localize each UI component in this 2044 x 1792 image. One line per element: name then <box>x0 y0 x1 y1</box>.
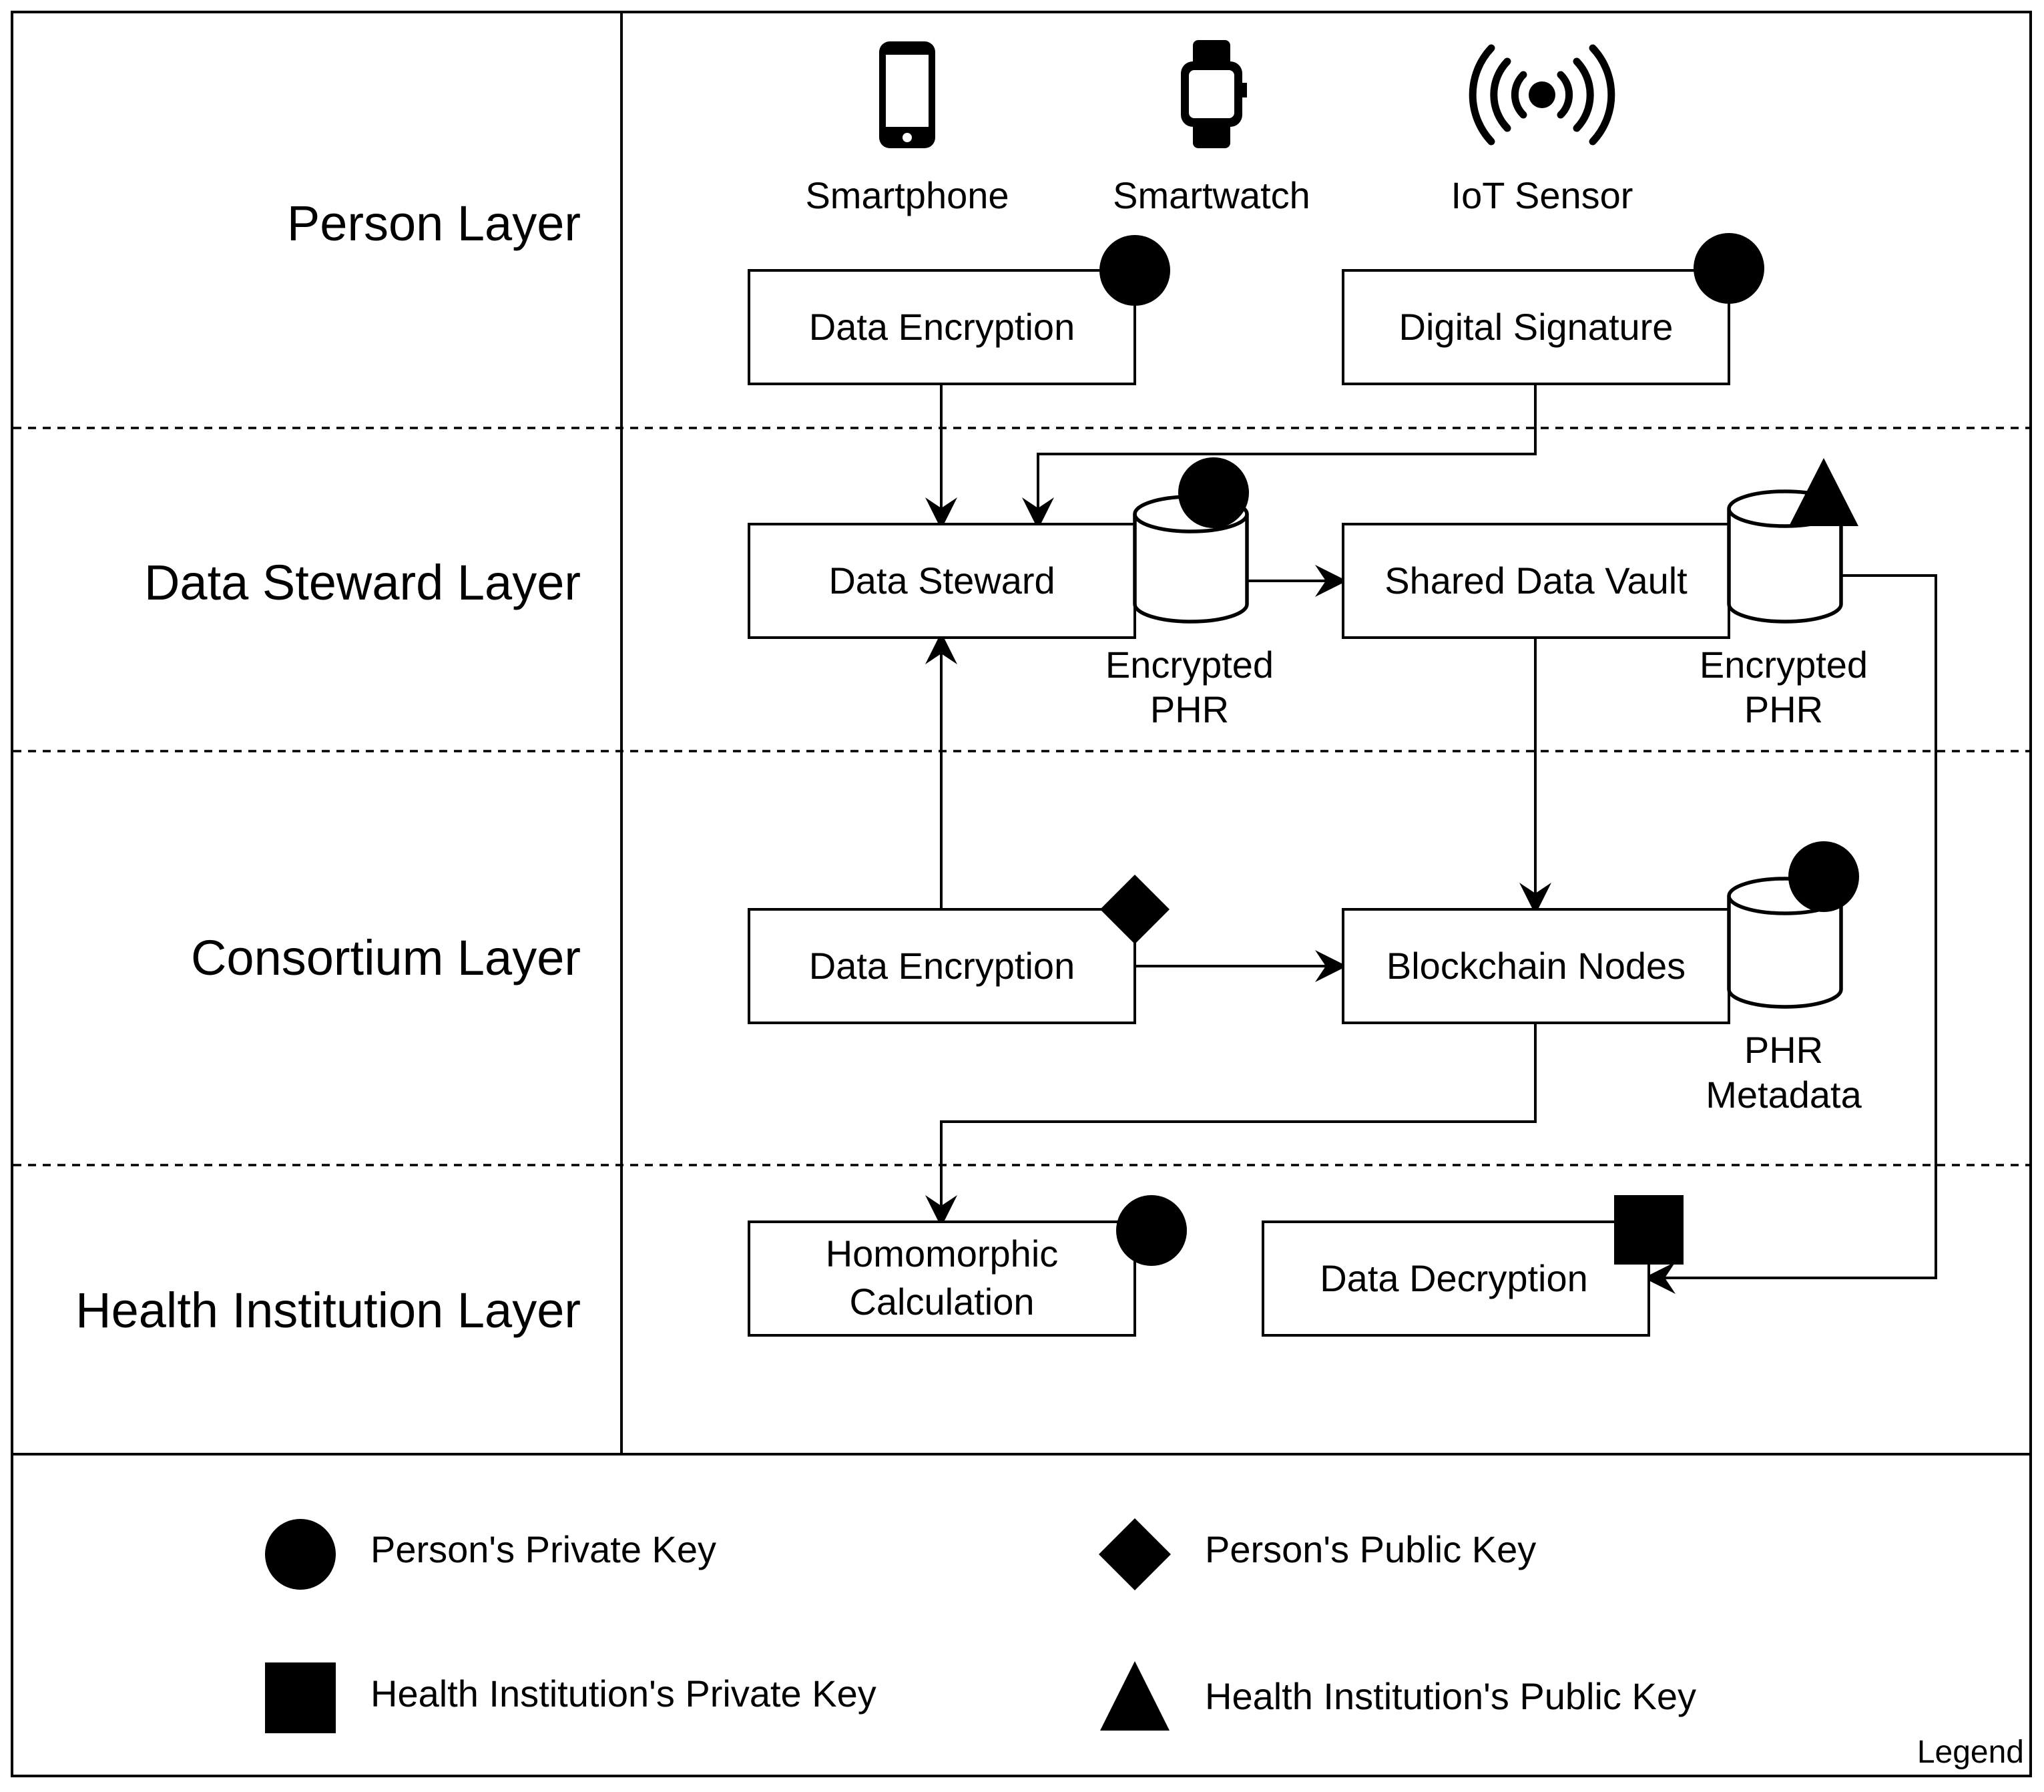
homomorphic-calculation-box <box>748 1220 1136 1337</box>
smartwatch-icon <box>1181 40 1247 148</box>
health-institution-public-key-icon <box>1789 458 1858 526</box>
health-institution-private-key-icon <box>1614 1195 1684 1265</box>
shared-data-vault-box <box>1342 523 1730 639</box>
person-private-key-icon <box>1116 1195 1187 1266</box>
data-steward-layer-title: Data Steward Layer <box>144 555 581 610</box>
person-private-key-icon <box>1788 841 1859 912</box>
homomorphic-label-line1: Homomorphic <box>826 1233 1059 1275</box>
edge-vault-db-to-decryption <box>1643 574 1937 1294</box>
data-steward-label: Data Steward <box>828 559 1055 602</box>
legend-institution-private-key-label: Health Institution's Private Key <box>370 1672 876 1715</box>
steward-db-label-line1: Encrypted <box>1105 644 1274 686</box>
person-private-key-icon <box>1178 457 1249 528</box>
steward-db-label-line2: PHR <box>1150 688 1229 730</box>
legend-institution-public-key-label: Health Institution's Public Key <box>1205 1675 1696 1717</box>
person-public-key-icon <box>1100 875 1170 944</box>
phr-metadata-database-icon <box>1727 877 1843 1009</box>
digital-signature-box <box>1342 269 1730 385</box>
data-steward-box <box>748 523 1136 639</box>
legend-person-private-key-icon <box>265 1519 336 1590</box>
data-decryption-label: Data Decryption <box>1320 1257 1588 1299</box>
vault-db-label-line1: Encrypted <box>1700 644 1868 686</box>
consortium-data-encryption-box <box>748 908 1136 1024</box>
health-institution-layer-title: Health Institution Layer <box>75 1283 581 1338</box>
chain-db-label-line1: PHR <box>1744 1029 1823 1071</box>
legend-institution-private-key-icon <box>265 1662 336 1733</box>
legend-caption: Legend <box>1917 1735 2024 1770</box>
person-layer-title: Person Layer <box>287 196 581 251</box>
smartphone-label: Smartphone <box>805 174 1009 216</box>
homomorphic-label-line2: Calculation <box>849 1281 1034 1323</box>
consortium-layer-title: Consortium Layer <box>191 930 581 985</box>
blockchain-nodes-label: Blockchain Nodes <box>1386 945 1686 987</box>
person-private-key-icon <box>1694 233 1764 304</box>
legend-frame <box>11 1453 2032 1777</box>
blockchain-nodes-box <box>1342 908 1730 1024</box>
edge-signature-to-steward <box>1022 384 1537 529</box>
person-data-encryption-box <box>748 269 1136 385</box>
shared-data-vault-label: Shared Data Vault <box>1384 559 1688 602</box>
data-decryption-box <box>1262 1220 1650 1337</box>
consortium-data-encryption-label: Data Encryption <box>809 945 1075 987</box>
iot-sensor-icon <box>1469 44 1615 146</box>
smartphone-icon <box>879 41 935 148</box>
edge-blockchain-to-homomorphic <box>925 1023 1537 1227</box>
legend-person-public-key-icon <box>1099 1518 1171 1590</box>
smartwatch-label: Smartwatch <box>1113 174 1310 216</box>
person-data-encryption-label: Data Encryption <box>809 306 1075 348</box>
legend-institution-public-key-icon <box>1100 1661 1170 1731</box>
legend-person-public-key-label: Person's Public Key <box>1205 1528 1536 1570</box>
iot-sensor-label: IoT Sensor <box>1451 174 1633 216</box>
legend-person-private-key-label: Person's Private Key <box>370 1528 716 1570</box>
vault-db-label-line2: PHR <box>1744 688 1823 730</box>
digital-signature-label: Digital Signature <box>1399 306 1674 348</box>
chain-db-label-line2: Metadata <box>1706 1074 1862 1116</box>
person-private-key-icon <box>1099 235 1170 306</box>
